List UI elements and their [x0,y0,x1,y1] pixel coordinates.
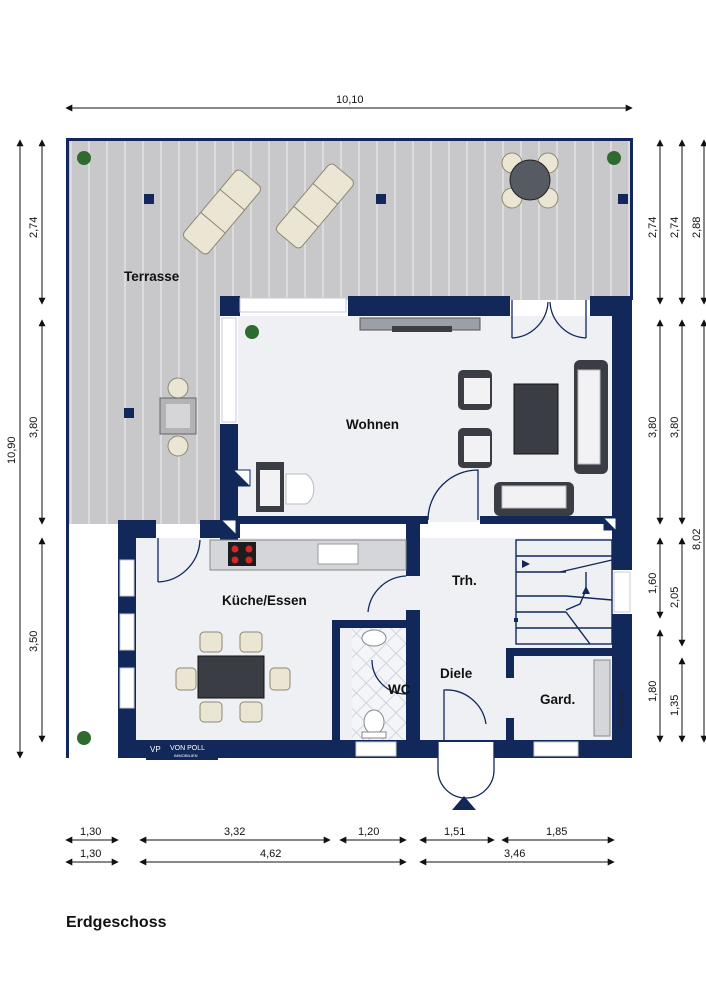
dim-bottom-row2-b: 4,62 [260,848,281,860]
dim-bottom-row2-c: 3,46 [504,848,525,860]
dimension-lines [16,104,706,866]
column-markers [221,469,617,535]
dim-left-total: 10,90 [6,436,18,464]
room-label-stairs: Trh. [452,573,477,588]
windows [119,297,631,757]
dim-bottom-row1-a: 1,30 [80,826,101,838]
room-label-wardrobe: Gard. [540,692,575,707]
svg-text:VON POLL: VON POLL [170,745,205,752]
sofa-set [256,360,608,516]
dim-right-inner-living: 3,80 [647,417,659,438]
dim-right-stairs-total: 2,05 [669,587,681,608]
room-label-terrace: Terrasse [124,269,180,284]
dim-left-living: 3,80 [28,417,40,438]
dim-bottom-row2-a: 1,30 [80,848,101,860]
stair-markers [514,560,590,622]
svg-text:VP: VP [150,745,161,754]
dim-right-gard: 1,80 [647,681,659,702]
dim-top-width: 10,10 [336,94,364,106]
room-label-living: Wohnen [346,417,399,432]
dim-left-terrace: 2,74 [28,217,40,238]
dim-bottom-row1-c: 1,20 [358,826,379,838]
staircase [515,539,613,645]
wardrobe-cabinet [593,659,611,737]
terrace-armchair [159,377,197,457]
room-label-kitchen: Küche/Essen [222,593,307,608]
svg-text:IMMOBILIEN: IMMOBILIEN [174,753,198,758]
dim-bottom-row1-d: 1,51 [444,826,465,838]
watermark-text: Immogrundriss [620,690,626,730]
terrace-posts [124,194,628,418]
dim-right-mid-top: 2,74 [669,217,681,238]
dimension-labels: 10,10 10,90 2,74 3,80 3,50 2,74 2,74 2,8… [6,94,703,860]
room-label-wc: WC [388,682,411,697]
von-poll-logo: VP VON POLL IMMOBILIEN [146,740,218,760]
dim-left-kitchen: 3,50 [28,631,40,652]
dim-right-outer-top: 2,88 [691,217,703,238]
terrace-table-set [501,152,559,209]
dim-right-gard-inner: 1,35 [669,695,681,716]
sun-lounger-1 [183,169,261,255]
dim-right-outer-total: 8,02 [691,529,703,550]
dim-right-inner-top: 2,74 [647,217,659,238]
sun-lounger-2 [276,163,354,249]
doors [157,300,587,799]
room-label-hall: Diele [440,666,473,681]
kitchen-counter [209,539,407,571]
dining-set [175,631,291,723]
dim-right-stairs: 1,60 [647,573,659,594]
dim-right-mid-living: 3,80 [669,417,681,438]
tv-console [359,317,481,332]
dim-bottom-row1-e: 1,85 [546,826,567,838]
floor-title: Erdgeschoss [66,914,167,931]
dim-bottom-row1-b: 3,32 [224,826,245,838]
wc-fixtures [361,629,387,739]
entrance-arrow-icon [452,796,476,810]
